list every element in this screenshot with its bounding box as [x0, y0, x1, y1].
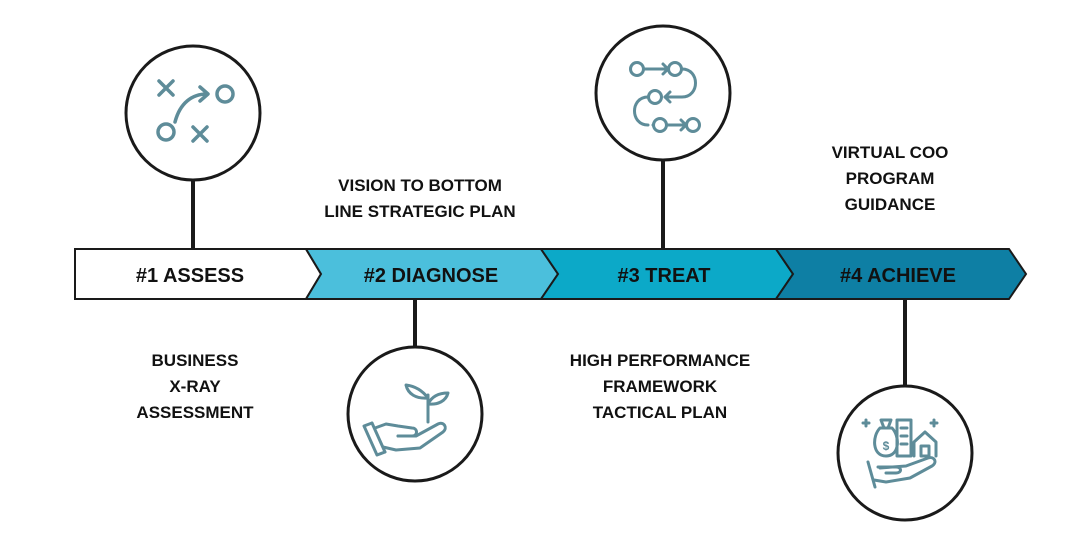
hand-money-city-icon: $: [861, 418, 939, 489]
step-achieve-label: #4 ACHIEVE: [840, 265, 956, 287]
treat-description: HIGH PERFORMANCE FRAMEWORK TACTICAL PLAN: [545, 348, 775, 426]
assess-description-line: X-RAY: [169, 377, 221, 396]
assess-description-line: ASSESSMENT: [136, 403, 254, 422]
step-treat-label: #3 TREAT: [618, 265, 711, 287]
achieve-description: VIRTUAL COO PROGRAM GUIDANCE: [790, 140, 990, 218]
assess-description: BUSINESS X-RAY ASSESSMENT: [110, 348, 280, 426]
treat-description-line: TACTICAL PLAN: [592, 403, 728, 422]
diagnose-description-line: LINE STRATEGIC PLAN: [324, 202, 516, 221]
process-flow-icon: [629, 61, 701, 133]
icon-circle-achieve: [836, 384, 974, 522]
achieve-description-line: VIRTUAL COO: [831, 143, 949, 162]
achieve-description-line: PROGRAM: [845, 169, 935, 188]
achieve-description-line: GUIDANCE: [844, 195, 936, 214]
icon-circle-treat: [594, 24, 732, 162]
svg-text:$: $: [883, 439, 890, 453]
treat-description-line: HIGH PERFORMANCE: [569, 351, 751, 370]
step-diagnose-label: #2 DIAGNOSE: [364, 265, 498, 287]
step-assess-label: #1 ASSESS: [136, 265, 244, 287]
strategy-play-icon: [156, 79, 235, 143]
treat-description-line: FRAMEWORK: [602, 377, 718, 396]
icon-circle-diagnose: [346, 345, 484, 483]
hand-sprout-icon: [362, 383, 450, 457]
assess-description-line: BUSINESS: [151, 351, 239, 370]
icon-circle-assess: [124, 44, 262, 182]
diagnose-description: VISION TO BOTTOM LINE STRATEGIC PLAN: [305, 173, 535, 225]
step-achieve-chevron: [774, 248, 1028, 300]
diagnose-description-line: VISION TO BOTTOM: [338, 176, 502, 195]
